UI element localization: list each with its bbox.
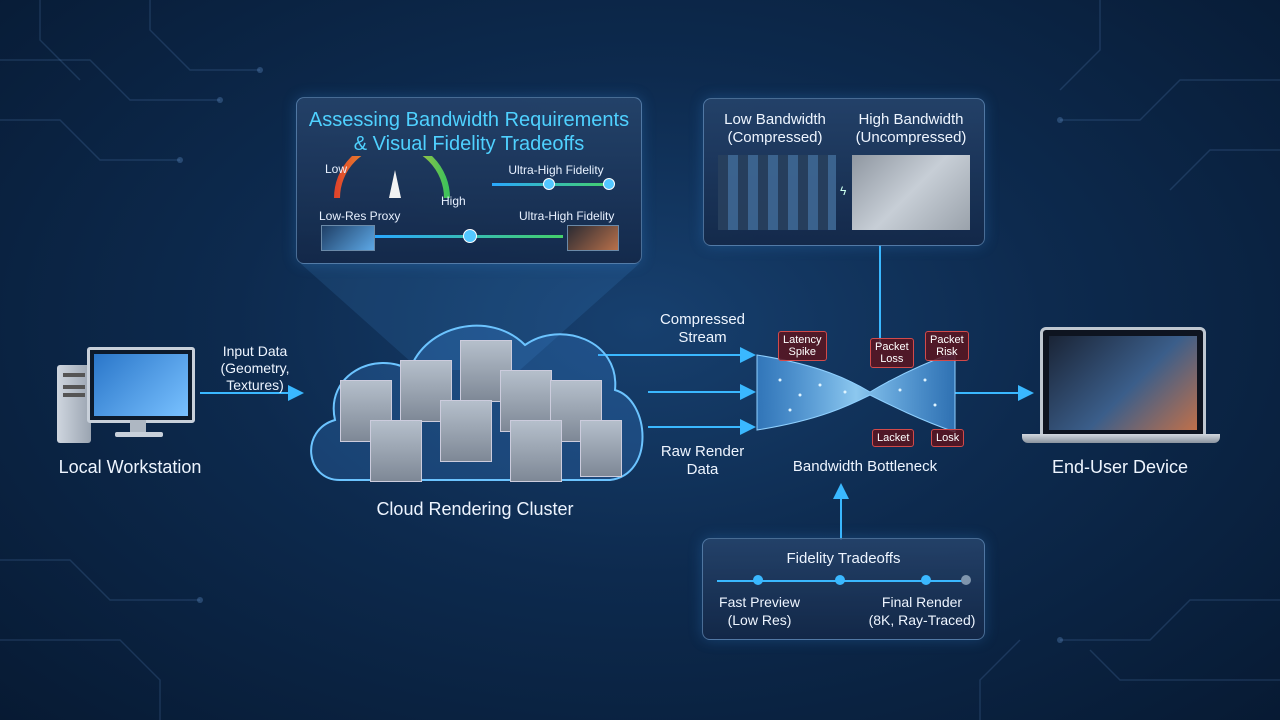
assess-panel: Assessing Bandwidth Requirements & Visua… bbox=[296, 97, 642, 264]
raw-render-label: Raw Render Data bbox=[645, 443, 760, 479]
high-bandwidth-line2: (Uncompressed) bbox=[855, 129, 967, 146]
ultra-fidelity-thumbnail bbox=[567, 225, 619, 251]
fast-preview-line1: Fast Preview bbox=[719, 594, 800, 610]
packet-loss-line2: Loss bbox=[880, 353, 904, 365]
lacket-tag: Lacket bbox=[872, 429, 915, 447]
latency-spike-tag: Latency Spike bbox=[778, 331, 827, 361]
tradeoff-dot[interactable] bbox=[835, 575, 845, 585]
compare-separator: ϟ bbox=[840, 184, 847, 198]
workstation-label: Local Workstation bbox=[58, 457, 202, 477]
input-data-line2: (Geometry, Textures) bbox=[220, 360, 290, 393]
final-render-line2: (8K, Ray-Traced) bbox=[868, 612, 976, 628]
monitor-icon bbox=[87, 347, 195, 423]
low-bandwidth-label: Low Bandwidth (Compressed) bbox=[710, 111, 840, 147]
losk-tag: Losk bbox=[931, 429, 965, 447]
gauge-high-label: High bbox=[441, 194, 466, 208]
server-icon bbox=[580, 420, 622, 477]
packet-risk-line1: Packet bbox=[930, 334, 964, 346]
high-bandwidth-label: High Bandwidth (Uncompressed) bbox=[846, 111, 976, 147]
compressed-line1: Compressed bbox=[659, 311, 746, 328]
assess-title-line1: Assessing Bandwidth Requirements bbox=[308, 109, 630, 131]
server-rack-group bbox=[340, 340, 622, 482]
slider1-end-thumb[interactable] bbox=[603, 178, 615, 190]
packet-loss-line1: Packet bbox=[875, 341, 909, 353]
laptop-screen bbox=[1040, 327, 1206, 439]
compressed-line2: Stream bbox=[678, 329, 727, 346]
laptop-base bbox=[1022, 434, 1220, 443]
slider2-right-label: Ultra-High Fidelity bbox=[519, 209, 615, 223]
assess-title-line2: & Visual Fidelity Tradeoffs bbox=[353, 133, 585, 155]
high-bandwidth-line1: High Bandwidth bbox=[858, 111, 964, 128]
fast-preview-line2: (Low Res) bbox=[727, 612, 792, 628]
bottleneck-funnel bbox=[756, 351, 956, 433]
compressed-stream-label: Compressed Stream bbox=[640, 311, 765, 347]
input-data-line1: Input Data bbox=[222, 343, 288, 359]
server-icon bbox=[510, 420, 562, 482]
slider1-label: Ultra-High Fidelity bbox=[508, 163, 604, 177]
workstation-icon bbox=[55, 345, 195, 445]
device-label: End-User Device bbox=[1051, 457, 1189, 477]
cluster-label: Cloud Rendering Cluster bbox=[376, 499, 574, 519]
bandwidth-gauge bbox=[334, 156, 450, 199]
uncompressed-preview-image bbox=[852, 155, 970, 230]
slider2-left-label: Low-Res Proxy bbox=[319, 209, 401, 223]
low-res-thumbnail bbox=[321, 225, 375, 251]
tradeoff-dot[interactable] bbox=[753, 575, 763, 585]
projection-beam bbox=[300, 263, 640, 370]
fast-preview-label: Fast Preview (Low Res) bbox=[707, 593, 812, 629]
bottleneck-label: Bandwidth Bottleneck bbox=[792, 458, 938, 475]
raw-line2: Data bbox=[686, 461, 719, 478]
low-bandwidth-line1: Low Bandwidth bbox=[724, 111, 826, 128]
compare-panel: Low Bandwidth (Compressed) High Bandwidt… bbox=[703, 98, 985, 246]
tower-icon bbox=[57, 365, 91, 443]
slider1-thumb[interactable] bbox=[543, 178, 555, 190]
tradeoff-title: Fidelity Tradeoffs bbox=[786, 550, 901, 567]
cloud-cluster-icon bbox=[300, 290, 652, 485]
server-icon bbox=[440, 400, 492, 462]
final-render-line1: Final Render bbox=[881, 594, 963, 610]
server-icon bbox=[370, 420, 422, 482]
packet-risk-line2: Risk bbox=[936, 346, 958, 358]
packet-risk-tag: Packet Risk bbox=[925, 331, 969, 361]
final-render-label: Final Render (8K, Ray-Traced) bbox=[863, 593, 981, 629]
packet-loss-tag: Packet Loss bbox=[870, 338, 914, 368]
tradeoff-dot[interactable] bbox=[961, 575, 971, 585]
tradeoff-panel: Fidelity Tradeoffs Fast Preview (Low Res… bbox=[702, 538, 985, 640]
assess-title: Assessing Bandwidth Requirements & Visua… bbox=[297, 108, 641, 156]
slider2-thumb[interactable] bbox=[463, 229, 477, 243]
latency-line2: Spike bbox=[788, 346, 817, 358]
compressed-preview-image bbox=[718, 155, 836, 230]
raw-line1: Raw Render bbox=[660, 443, 745, 460]
gauge-low-label: Low bbox=[325, 162, 348, 176]
latency-line1: Latency bbox=[783, 334, 822, 346]
laptop-icon bbox=[1022, 327, 1220, 445]
low-bandwidth-line2: (Compressed) bbox=[727, 129, 823, 146]
tradeoff-dot[interactable] bbox=[921, 575, 931, 585]
input-data-label: Input Data (Geometry, Textures) bbox=[190, 343, 320, 394]
